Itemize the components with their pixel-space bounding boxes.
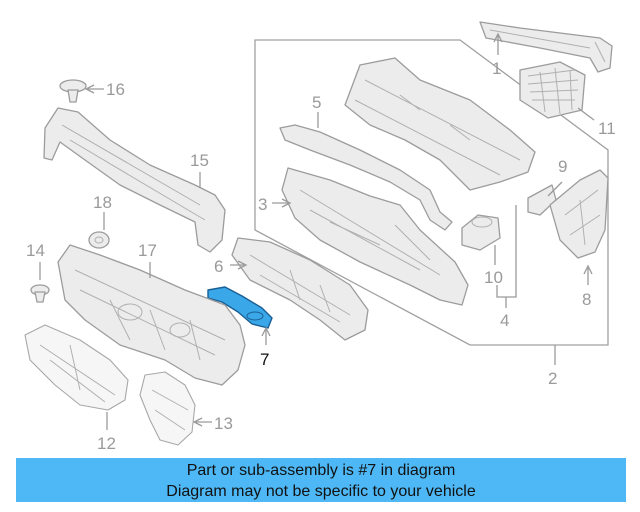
- part-1-bracket: [479, 21, 613, 73]
- part-10-mount: [461, 214, 501, 251]
- callout-9: 9: [558, 157, 567, 176]
- part-6-dash-lower: [231, 237, 369, 341]
- leader-13: [192, 417, 212, 427]
- banner-line-2: Diagram may not be specific to your vehi…: [166, 483, 476, 500]
- part-18-grommet: [88, 231, 110, 249]
- callout-15: 15: [190, 151, 209, 170]
- callout-11: 11: [598, 119, 616, 138]
- parts-diagram: 1 2 3 4 5 6 7 8 9 10 11 12 13 14 15 16 1…: [24, 21, 616, 453]
- leader-6: [230, 260, 248, 270]
- part-15-cross-bar: [43, 107, 226, 253]
- callout-14: 14: [26, 241, 45, 260]
- callout-7: 7: [260, 350, 269, 369]
- leader-3: [272, 198, 292, 208]
- part-9-bracket: [527, 184, 557, 216]
- leader-16: [84, 84, 104, 94]
- callout-13: 13: [214, 414, 233, 433]
- callout-4: 4: [500, 311, 509, 330]
- bracket-10-4: [496, 205, 517, 308]
- callout-1: 1: [492, 59, 501, 78]
- callout-8: 8: [582, 290, 591, 309]
- part-3-dash-upper: [281, 167, 469, 306]
- callout-2: 2: [548, 369, 557, 388]
- callout-10: 10: [484, 268, 503, 287]
- leader-11: [577, 107, 595, 121]
- leader-7: [261, 326, 271, 345]
- leader-8: [583, 264, 593, 285]
- part-11-grille: [519, 61, 586, 119]
- leader-9: [547, 181, 563, 197]
- callout-3: 3: [258, 195, 267, 214]
- part-8-side-bracket: [549, 169, 609, 259]
- part-7-highlighted-bracket: [207, 286, 273, 329]
- part-3-upper-rail: [279, 124, 453, 231]
- info-banner: Part or sub-assembly is #7 in diagram Di…: [16, 458, 626, 502]
- part-12-lower-insulator: [24, 324, 129, 411]
- assembly-frame: [254, 39, 609, 346]
- callout-5: 5: [312, 93, 321, 112]
- callout-6: 6: [214, 257, 223, 276]
- part-16-clip: [59, 79, 87, 103]
- part-17-dash-insulator: [57, 244, 246, 386]
- part-5-cowl-top: [344, 57, 536, 191]
- leader-1: [493, 32, 503, 55]
- part-14-clip: [30, 284, 50, 303]
- callout-16: 16: [106, 80, 125, 99]
- part-13-lower-panel: [139, 371, 196, 446]
- callout-17: 17: [138, 241, 157, 260]
- callout-18: 18: [93, 193, 112, 212]
- callout-12: 12: [97, 434, 116, 453]
- banner-line-1: Part or sub-assembly is #7 in diagram: [186, 462, 456, 479]
